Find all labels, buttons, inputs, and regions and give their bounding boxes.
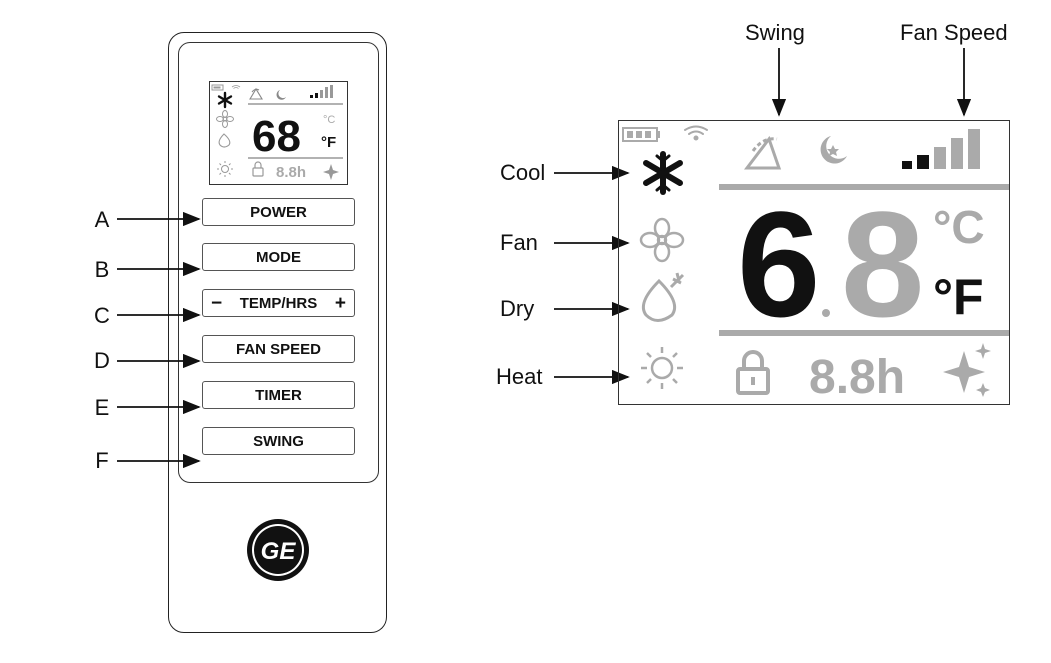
callout-swing: Swing xyxy=(745,20,805,45)
mini-cool-icon xyxy=(217,91,233,109)
wifi-icon xyxy=(684,125,708,141)
svg-text:GE: GE xyxy=(261,538,297,565)
mini-lock-icon xyxy=(252,161,264,177)
mini-temp-digits: 68 xyxy=(252,112,301,161)
battery-icon xyxy=(622,127,660,142)
pointer-letter-f: F xyxy=(95,448,109,473)
unit-celsius: °C xyxy=(933,201,985,253)
power-button[interactable]: POWER xyxy=(202,198,355,226)
temp-hrs-label: TEMP/HRS xyxy=(239,294,318,312)
temp-digit-first: 6 xyxy=(737,180,820,348)
sparkle-icon xyxy=(943,343,991,397)
pointer-letter-b: B xyxy=(94,257,110,282)
mini-wifi-icon xyxy=(231,85,241,89)
heat-icon xyxy=(641,347,683,389)
mini-heat-icon xyxy=(217,161,233,177)
decimal-point xyxy=(822,309,830,317)
callout-cool: Cool xyxy=(500,160,546,185)
pointer-letter-d: D xyxy=(94,348,110,373)
mini-timer-text: 8.8h xyxy=(276,164,306,181)
remote-body xyxy=(168,32,387,633)
fan-speed-icon xyxy=(902,129,980,169)
temp-hrs-button[interactable]: − TEMP/HRS + xyxy=(202,289,355,317)
mini-unit-f: °F xyxy=(321,134,336,151)
lock-icon xyxy=(736,350,770,395)
swing-button[interactable]: SWING xyxy=(202,427,355,455)
unit-fahrenheit: °F xyxy=(933,269,984,325)
mini-sleep-icon xyxy=(276,90,286,100)
callout-heat: Heat xyxy=(496,364,543,389)
pointer-letter-a: A xyxy=(94,207,110,232)
pointer-letter-c: C xyxy=(94,303,110,328)
mini-unit-c: °C xyxy=(323,114,335,126)
fan-speed-button[interactable]: FAN SPEED xyxy=(202,335,355,363)
mini-dry-icon xyxy=(218,133,231,148)
mini-battery-icon xyxy=(211,84,224,91)
callout-fan: Fan xyxy=(500,230,538,255)
swing-icon xyxy=(743,135,782,170)
temp-digit-second: 8 xyxy=(841,180,924,348)
timer-button[interactable]: TIMER xyxy=(202,381,355,409)
lcd-display: 6 8 °C °F 8.8h xyxy=(618,120,1010,405)
pointer-letter-e: E xyxy=(94,395,110,420)
callout-dry: Dry xyxy=(500,296,535,321)
mini-fan-speed-icon xyxy=(310,85,333,98)
minus-icon[interactable]: − xyxy=(211,292,223,314)
ge-logo: GE xyxy=(246,518,310,587)
remote-panel xyxy=(178,42,379,483)
plus-icon[interactable]: + xyxy=(334,292,346,314)
dry-icon xyxy=(641,272,685,322)
mini-sparkle-icon xyxy=(323,164,339,180)
sleep-icon xyxy=(820,136,847,164)
timer-text: 8.8h xyxy=(809,351,905,404)
fan-icon xyxy=(639,217,685,263)
mini-fan-icon xyxy=(216,110,234,128)
mode-button[interactable]: MODE xyxy=(202,243,355,271)
mini-swing-icon xyxy=(249,87,263,100)
mini-lcd-display: 68 °C °F 8.8h xyxy=(209,81,348,185)
callout-fan-speed: Fan Speed xyxy=(900,20,1008,45)
